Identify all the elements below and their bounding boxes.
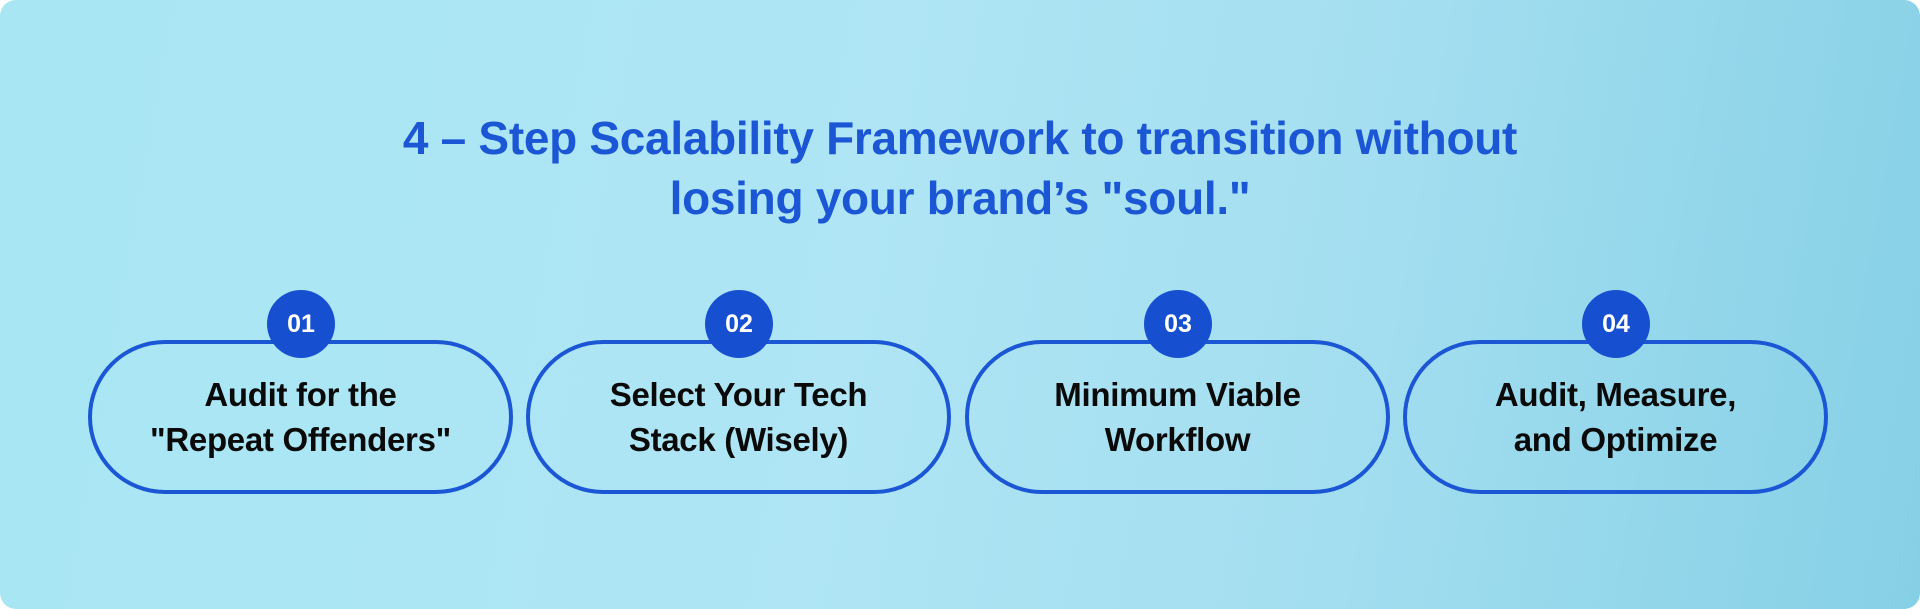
title-line-2: losing your brand’s "soul." xyxy=(669,172,1251,224)
step-3-pill: Minimum Viable Workflow xyxy=(965,340,1390,494)
step-2-label-line-2: Stack (Wisely) xyxy=(628,421,849,458)
step-1-label-line-2: "Repeat Offenders" xyxy=(150,421,451,458)
step-2-label-line-1: Select Your Tech xyxy=(609,376,868,413)
step-1-number-badge: 01 xyxy=(267,290,335,358)
step-3-label-line-1: Minimum Viable xyxy=(1054,376,1301,413)
step-4-pill: Audit, Measure, and Optimize xyxy=(1403,340,1828,494)
step-2-pill: Select Your Tech Stack (Wisely) xyxy=(526,340,951,494)
step-4-label-line-2: and Optimize xyxy=(1513,421,1718,458)
step-4-label: Audit, Measure, and Optimize xyxy=(1494,372,1737,462)
page-title: 4 – Step Scalability Framework to transi… xyxy=(260,108,1660,228)
step-2-label: Select Your Tech Stack (Wisely) xyxy=(609,372,868,462)
step-3-number-badge: 03 xyxy=(1144,290,1212,358)
step-3-label-line-2: Workflow xyxy=(1104,421,1251,458)
step-2-number-badge: 02 xyxy=(705,290,773,358)
step-1-label-line-1: Audit for the xyxy=(204,376,397,413)
title-line-1: 4 – Step Scalability Framework to transi… xyxy=(402,112,1518,164)
step-4-number-badge: 04 xyxy=(1582,290,1650,358)
step-4-label-line-1: Audit, Measure, xyxy=(1494,376,1737,413)
step-1-pill: Audit for the "Repeat Offenders" xyxy=(88,340,513,494)
step-3-label: Minimum Viable Workflow xyxy=(1054,372,1301,462)
step-1-label: Audit for the "Repeat Offenders" xyxy=(150,372,451,462)
